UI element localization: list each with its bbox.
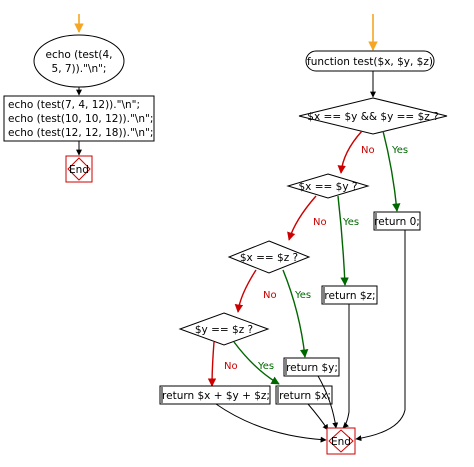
decision-3-yes-arrow xyxy=(282,269,309,358)
return-box-5: return $x + $y + $z; xyxy=(159,385,271,405)
return-box-1: return 0; xyxy=(373,211,421,231)
left-start-node: echo (test(4, 5, 7))."\n"; xyxy=(33,34,125,88)
decision-2: $x == $y ? xyxy=(286,173,370,199)
decision-1-yes-arrow xyxy=(382,130,401,212)
return-label-4: return $x; xyxy=(279,390,331,402)
return-box-2: return $z; xyxy=(321,285,378,305)
left-statement-3: echo (test(12, 12, 18))."\n"; xyxy=(8,127,153,139)
decision-3-no-label: No xyxy=(263,290,277,301)
flow-return-sum-to-end xyxy=(215,403,327,443)
decision-2-yes-arrow xyxy=(337,195,349,286)
return-label-3: return $y; xyxy=(286,362,338,374)
decision-2-yes-label: Yes xyxy=(342,217,359,228)
flow-return-z-to-end xyxy=(342,304,350,429)
flow-return-x-to-end xyxy=(307,403,329,431)
decision-4-no-label: No xyxy=(224,361,238,372)
right-end-node: End xyxy=(326,427,356,455)
left-statement-1: echo (test(7, 4, 12))."\n"; xyxy=(8,99,140,111)
decision-4-no-arrow xyxy=(207,341,217,387)
decision-3-yes-label: Yes xyxy=(294,290,311,301)
decision-1-no-arrow xyxy=(337,130,363,174)
decision-1-yes-label: Yes xyxy=(391,145,408,156)
decision-4: $y == $z ? xyxy=(178,312,270,346)
left-start-line-2: 5, 7))."\n"; xyxy=(52,63,107,75)
left-start-line-1: echo (test(4, xyxy=(45,49,112,61)
right-start-node: function test($x, $y, $z) xyxy=(305,50,435,72)
decision-4-yes-label: Yes xyxy=(257,361,274,372)
left-end-node: End xyxy=(65,155,93,183)
right-start-label: function test($x, $y, $z) xyxy=(307,56,433,68)
flow-return-y-to-end xyxy=(317,375,339,429)
decision-3-label: $x == $z ? xyxy=(240,252,298,264)
decision-1-label: $x == $y && $y == $z ? xyxy=(307,111,438,123)
decision-2-no-arrow xyxy=(287,195,317,241)
return-box-4: return $x; xyxy=(275,385,333,405)
left-statement-2: echo (test(10, 10, 12))."\n"; xyxy=(8,113,153,125)
decision-3: $x == $z ? xyxy=(227,240,311,274)
decision-1-no-label: No xyxy=(361,145,375,156)
return-box-3: return $y; xyxy=(283,357,340,377)
decision-2-label: $x == $y ? xyxy=(299,181,358,193)
decision-3-no-arrow xyxy=(234,269,257,313)
right-end-label: End xyxy=(331,436,351,448)
return-label-1: return 0; xyxy=(374,216,420,228)
return-label-5: return $x + $y + $z; xyxy=(162,390,270,402)
decision-4-yes-arrow xyxy=(233,341,280,385)
left-statements-box: echo (test(7, 4, 12))."\n"; echo (test(1… xyxy=(3,95,155,142)
decision-1: $x == $y && $y == $z ? xyxy=(298,97,448,135)
flow-return-0-to-end xyxy=(355,230,406,442)
decision-2-no-label: No xyxy=(313,217,327,228)
left-end-label: End xyxy=(69,164,89,176)
decision-4-label: $y == $z ? xyxy=(195,324,253,336)
return-label-2: return $z; xyxy=(324,290,375,302)
